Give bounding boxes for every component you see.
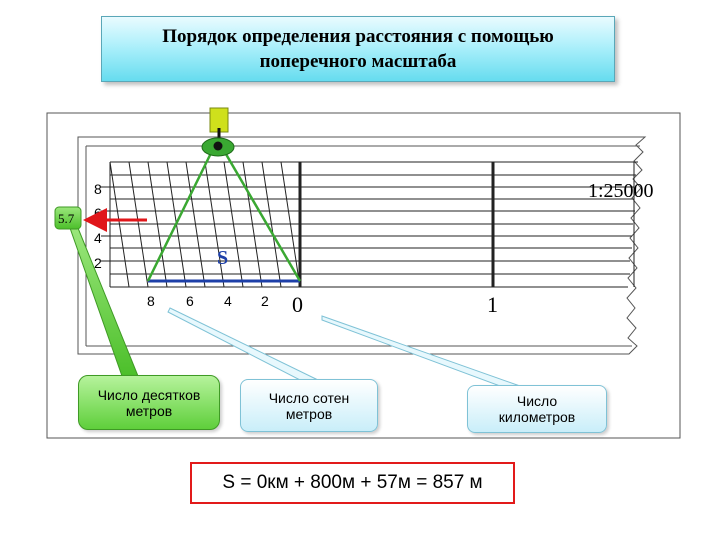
transversal: [109, 161, 130, 288]
formula-box: S = 0км + 800м + 57м = 857 м: [190, 462, 515, 504]
title-box: Порядок определения расстояния с помощью…: [101, 16, 615, 82]
inner-frame: [77, 136, 647, 355]
tens-callout: Число десятков метров: [78, 375, 220, 430]
compass-leg-left: [146, 148, 215, 282]
bottom-label: 6: [186, 293, 194, 309]
compass: [146, 107, 302, 282]
vertical-label: 8: [94, 181, 102, 197]
kilometers-callout-text: Число километров: [498, 393, 576, 425]
bottom-label: 4: [224, 293, 232, 309]
transversal: [223, 161, 244, 288]
transversal: [204, 161, 225, 288]
scale-horizontal-lines: [110, 161, 638, 288]
zero-label: 0: [292, 292, 303, 317]
scale-main-verticals: [298, 162, 635, 287]
transversal: [185, 161, 206, 288]
compass-pin: [213, 141, 223, 151]
title-line-1: Порядок определения расстояния с помощью: [162, 26, 554, 47]
title-line-2: поперечного масштаба: [259, 51, 457, 72]
one-label: 1: [487, 292, 498, 317]
transversal: [242, 161, 263, 288]
compass-leg-right: [221, 148, 302, 282]
transversal: [261, 161, 282, 288]
kilometers-callout: Число километров: [467, 385, 607, 433]
transversal: [280, 161, 301, 288]
vertical-label: 4: [94, 230, 102, 246]
transversal: [147, 161, 168, 288]
transversal: [128, 161, 149, 288]
hundreds-callout-text: Число сотен метров: [268, 389, 350, 422]
hundreds-callout: Число сотен метров: [240, 379, 378, 432]
distance-label: S: [217, 247, 228, 269]
pointer-value-badge: [54, 206, 82, 230]
pointer-value: 5.7: [58, 211, 75, 226]
tens-callout-text: Число десятков метров: [97, 386, 201, 419]
formula-text: S = 0км + 800м + 57м = 857 м: [222, 472, 483, 493]
vertical-label: 2: [94, 255, 102, 271]
scale-ratio-label: 1:25000: [588, 180, 654, 202]
bottom-label: 8: [147, 293, 155, 309]
bottom-label: 2: [261, 293, 269, 309]
